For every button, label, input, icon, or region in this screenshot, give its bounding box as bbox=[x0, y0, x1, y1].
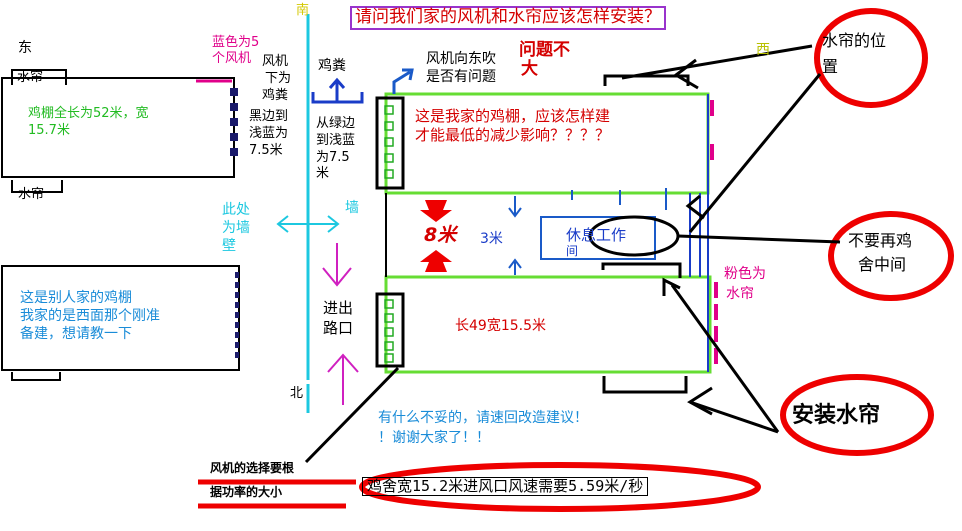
problem-bubble-line-1: 问题不 bbox=[519, 40, 570, 60]
compass-south-label: 南 bbox=[296, 3, 310, 18]
pink-note-line-1: 粉色为 bbox=[724, 266, 766, 282]
gap-width-label: 3米 bbox=[480, 231, 503, 247]
no-middle-line-1: 不要再鸡 bbox=[848, 231, 913, 250]
compass-east-label: 东 bbox=[18, 40, 32, 56]
install-curtain-oval bbox=[780, 374, 934, 456]
neighbor-house-note-line-3: 备建，想请教一下 bbox=[20, 326, 132, 342]
manure-outlet-symbol bbox=[311, 77, 364, 104]
fan-below-note-line-2: 下为 bbox=[265, 71, 292, 86]
green-edge-note-line-2: 到浅蓝 bbox=[316, 133, 356, 148]
blue-fan-note-line-2: 个风机 bbox=[212, 51, 252, 66]
green-edge-note-line-3: 为7.5 bbox=[316, 150, 350, 165]
magenta-down-arrow bbox=[322, 243, 352, 287]
black-edge-note-line-2: 浅蓝为 bbox=[249, 126, 289, 141]
work-room-label: 休息工作 bbox=[566, 226, 627, 244]
work-room-box bbox=[540, 216, 656, 260]
question-title: 请问我们家的风机和水帘应该怎样安装？ bbox=[350, 6, 666, 30]
wall-double-arrow bbox=[276, 215, 340, 233]
work-room-extra-label: 间 bbox=[566, 244, 579, 258]
compass-west-label: 西 bbox=[756, 42, 770, 58]
compass-north-label: 北 bbox=[290, 386, 304, 401]
wall-note-line-1: 此处 bbox=[222, 202, 250, 218]
main-house-outline bbox=[384, 92, 718, 374]
neighbor-house-note-line-2: 我家的是西面那个刚准 bbox=[20, 308, 160, 324]
no-middle-oval bbox=[828, 211, 954, 301]
callout-pointers bbox=[621, 44, 841, 434]
green-edge-note-line-1: 从绿边 bbox=[316, 116, 356, 131]
pink-note-line-2: 水帘 bbox=[726, 286, 754, 302]
manure-label: 鸡粪 bbox=[318, 58, 346, 74]
curtain-position-line-2: 置 bbox=[822, 57, 839, 76]
gap-label: 8米 bbox=[424, 224, 457, 246]
left-upper-house bbox=[1, 69, 238, 193]
house-question-line-2: 才能最低的减少影响？？？？ bbox=[415, 126, 611, 144]
fan-choice-note-line-2: 据功率的大小 bbox=[210, 485, 283, 499]
wall-label: 墙 bbox=[345, 200, 359, 216]
curtain-position-oval bbox=[814, 8, 928, 108]
fan-east-question-line-1: 风机向东吹 bbox=[426, 51, 496, 67]
curtain-position-line-1: 水帘的位 bbox=[822, 31, 887, 50]
water-curtain-bottom-label: 水帘 bbox=[18, 187, 45, 202]
black-edge-note-line-1: 黑边到 bbox=[249, 109, 289, 124]
house-dimensions-line-2: 15.7米 bbox=[28, 123, 70, 138]
fan-east-question-line-2: 是否有问题 bbox=[426, 69, 496, 85]
suggestion-line-1: 有什么不妥的，请速回改造建议！ bbox=[378, 410, 588, 426]
entrance-label-line-2: 路口 bbox=[323, 319, 354, 337]
lower-fan-box bbox=[375, 292, 405, 368]
magenta-up-arrow bbox=[327, 353, 359, 405]
wall-note-line-2: 为墙 bbox=[222, 220, 250, 236]
fan-choice-note-line-1: 风机的选择要根 bbox=[210, 461, 295, 475]
green-edge-note-line-4: 米 bbox=[316, 166, 330, 181]
install-curtain-label: 安装水帘 bbox=[792, 402, 881, 428]
problem-bubble-line-2: 大 bbox=[521, 59, 538, 79]
black-edge-note-line-3: 7.5米 bbox=[249, 143, 283, 158]
fan-below-note-line-1: 风机 bbox=[262, 54, 289, 69]
gap-blue-arrows bbox=[508, 188, 667, 275]
house-dimensions-line-1: 鸡棚全长为52米，宽 bbox=[28, 106, 149, 121]
left-upper-fan-row bbox=[230, 88, 238, 156]
gap-arrows bbox=[420, 200, 452, 272]
fan-east-arrow bbox=[392, 68, 414, 94]
upper-fan-box bbox=[375, 96, 405, 190]
entrance-label-line-1: 进出 bbox=[323, 299, 354, 317]
no-middle-line-2: 舍中间 bbox=[858, 255, 907, 274]
suggestion-line-2: ！谢谢大家了！！ bbox=[378, 430, 490, 446]
left-lower-house bbox=[1, 265, 240, 381]
house-question-line-1: 这是我家的鸡棚，应该怎样建 bbox=[415, 107, 611, 125]
water-curtain-top-label: 水帘 bbox=[17, 70, 44, 85]
neighbor-house-note-line-1: 这是别人家的鸡棚 bbox=[20, 290, 132, 306]
house-dimensions-label: 长49宽15.5米 bbox=[455, 318, 546, 334]
speed-note: 鸡舍宽15.2米进风口风速需要5.59米/秒 bbox=[362, 477, 649, 497]
wall-note-line-3: 壁 bbox=[222, 238, 236, 254]
fan-below-note-line-3: 鸡粪 bbox=[262, 88, 289, 103]
blue-fan-note-line-1: 蓝色为5 bbox=[212, 35, 260, 50]
fan-note-pointer bbox=[304, 366, 400, 464]
